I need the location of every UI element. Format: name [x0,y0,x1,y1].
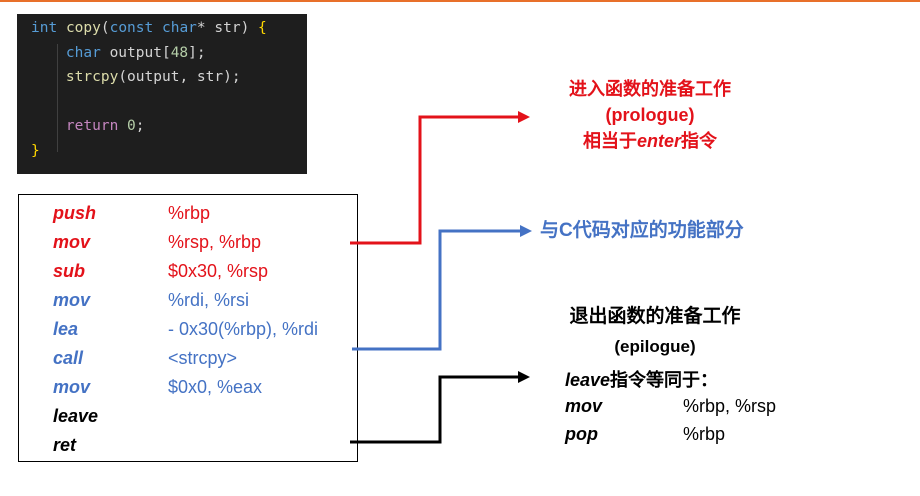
asm-arg: %rdi, %rsi [168,290,250,310]
asm-op: ret [53,435,77,455]
epilogue-op: mov [565,396,603,416]
asm-row: call <strcpy> [19,348,359,376]
body-label: 与C代码对应的功能部分 [540,220,744,241]
indent-guide [57,44,58,152]
asm-row: sub $0x30, %rsp [19,261,359,289]
asm-op: lea [53,319,79,339]
body-arrow [352,225,532,351]
epilogue-op: pop [565,424,598,444]
asm-op: mov [53,290,91,310]
epilogue-subtitle: (epilogue) [614,337,696,356]
prologue-arrow [350,111,530,245]
asm-arg: %rsp, %rbp [168,232,262,252]
epilogue-title: 退出函数的准备工作 [569,306,741,327]
asm-row: ret [19,435,359,463]
epilogue-arg: %rbp [683,424,726,444]
epilogue-arrow [350,371,530,444]
prologue-title: 进入函数的准备工作 [569,79,731,99]
asm-row: mov $0x0, %eax [19,377,359,405]
asm-arg: $0x30, %rsp [168,261,269,281]
asm-op: sub [53,261,86,281]
epilogue-leave-note: leave指令等同于： [565,370,719,390]
code-line-close: } [31,143,40,159]
code-line-strcpy: strcpy(output, str); [65,69,241,85]
assembly-box: push %rbp mov %rsp, %rbp sub $0x30, %rsp mo… [18,194,358,462]
asm-op: leave [53,406,99,426]
asm-arg: %rbp [168,203,211,223]
top-accent-rule [0,0,920,2]
c-code-panel: int copy(const char* str) { char output[… [17,14,307,174]
asm-op: call [53,348,84,368]
asm-arg: - 0x30(%rbp), %rdi [168,319,319,339]
code-line-signature: int copy(const char* str) { [31,20,267,36]
asm-row: leave [19,406,359,434]
asm-op: mov [53,377,91,397]
epilogue-row: pop %rbp [565,424,825,450]
epilogue-arg: %rbp, %rsp [683,396,777,416]
code-line-decl: char output[48]; [65,45,206,61]
asm-row: mov %rsp, %rbp [19,232,359,260]
asm-row: push %rbp [19,203,359,231]
asm-arg: <strcpy> [168,348,238,368]
epilogue-row: mov %rbp, %rsp [565,396,825,422]
prologue-label: 进入函数的准备工作 (prologue) 相当于enter指令 [540,76,760,154]
asm-arg: $0x0, %eax [168,377,263,397]
prologue-enter-note: 相当于enter指令 [582,131,717,151]
prologue-subtitle: (prologue) [605,105,695,125]
code-line-return: return 0; [65,118,145,134]
asm-row: lea - 0x30(%rbp), %rdi [19,319,359,347]
asm-op: mov [53,232,91,252]
asm-op: push [53,203,96,223]
asm-row: mov %rdi, %rsi [19,290,359,318]
